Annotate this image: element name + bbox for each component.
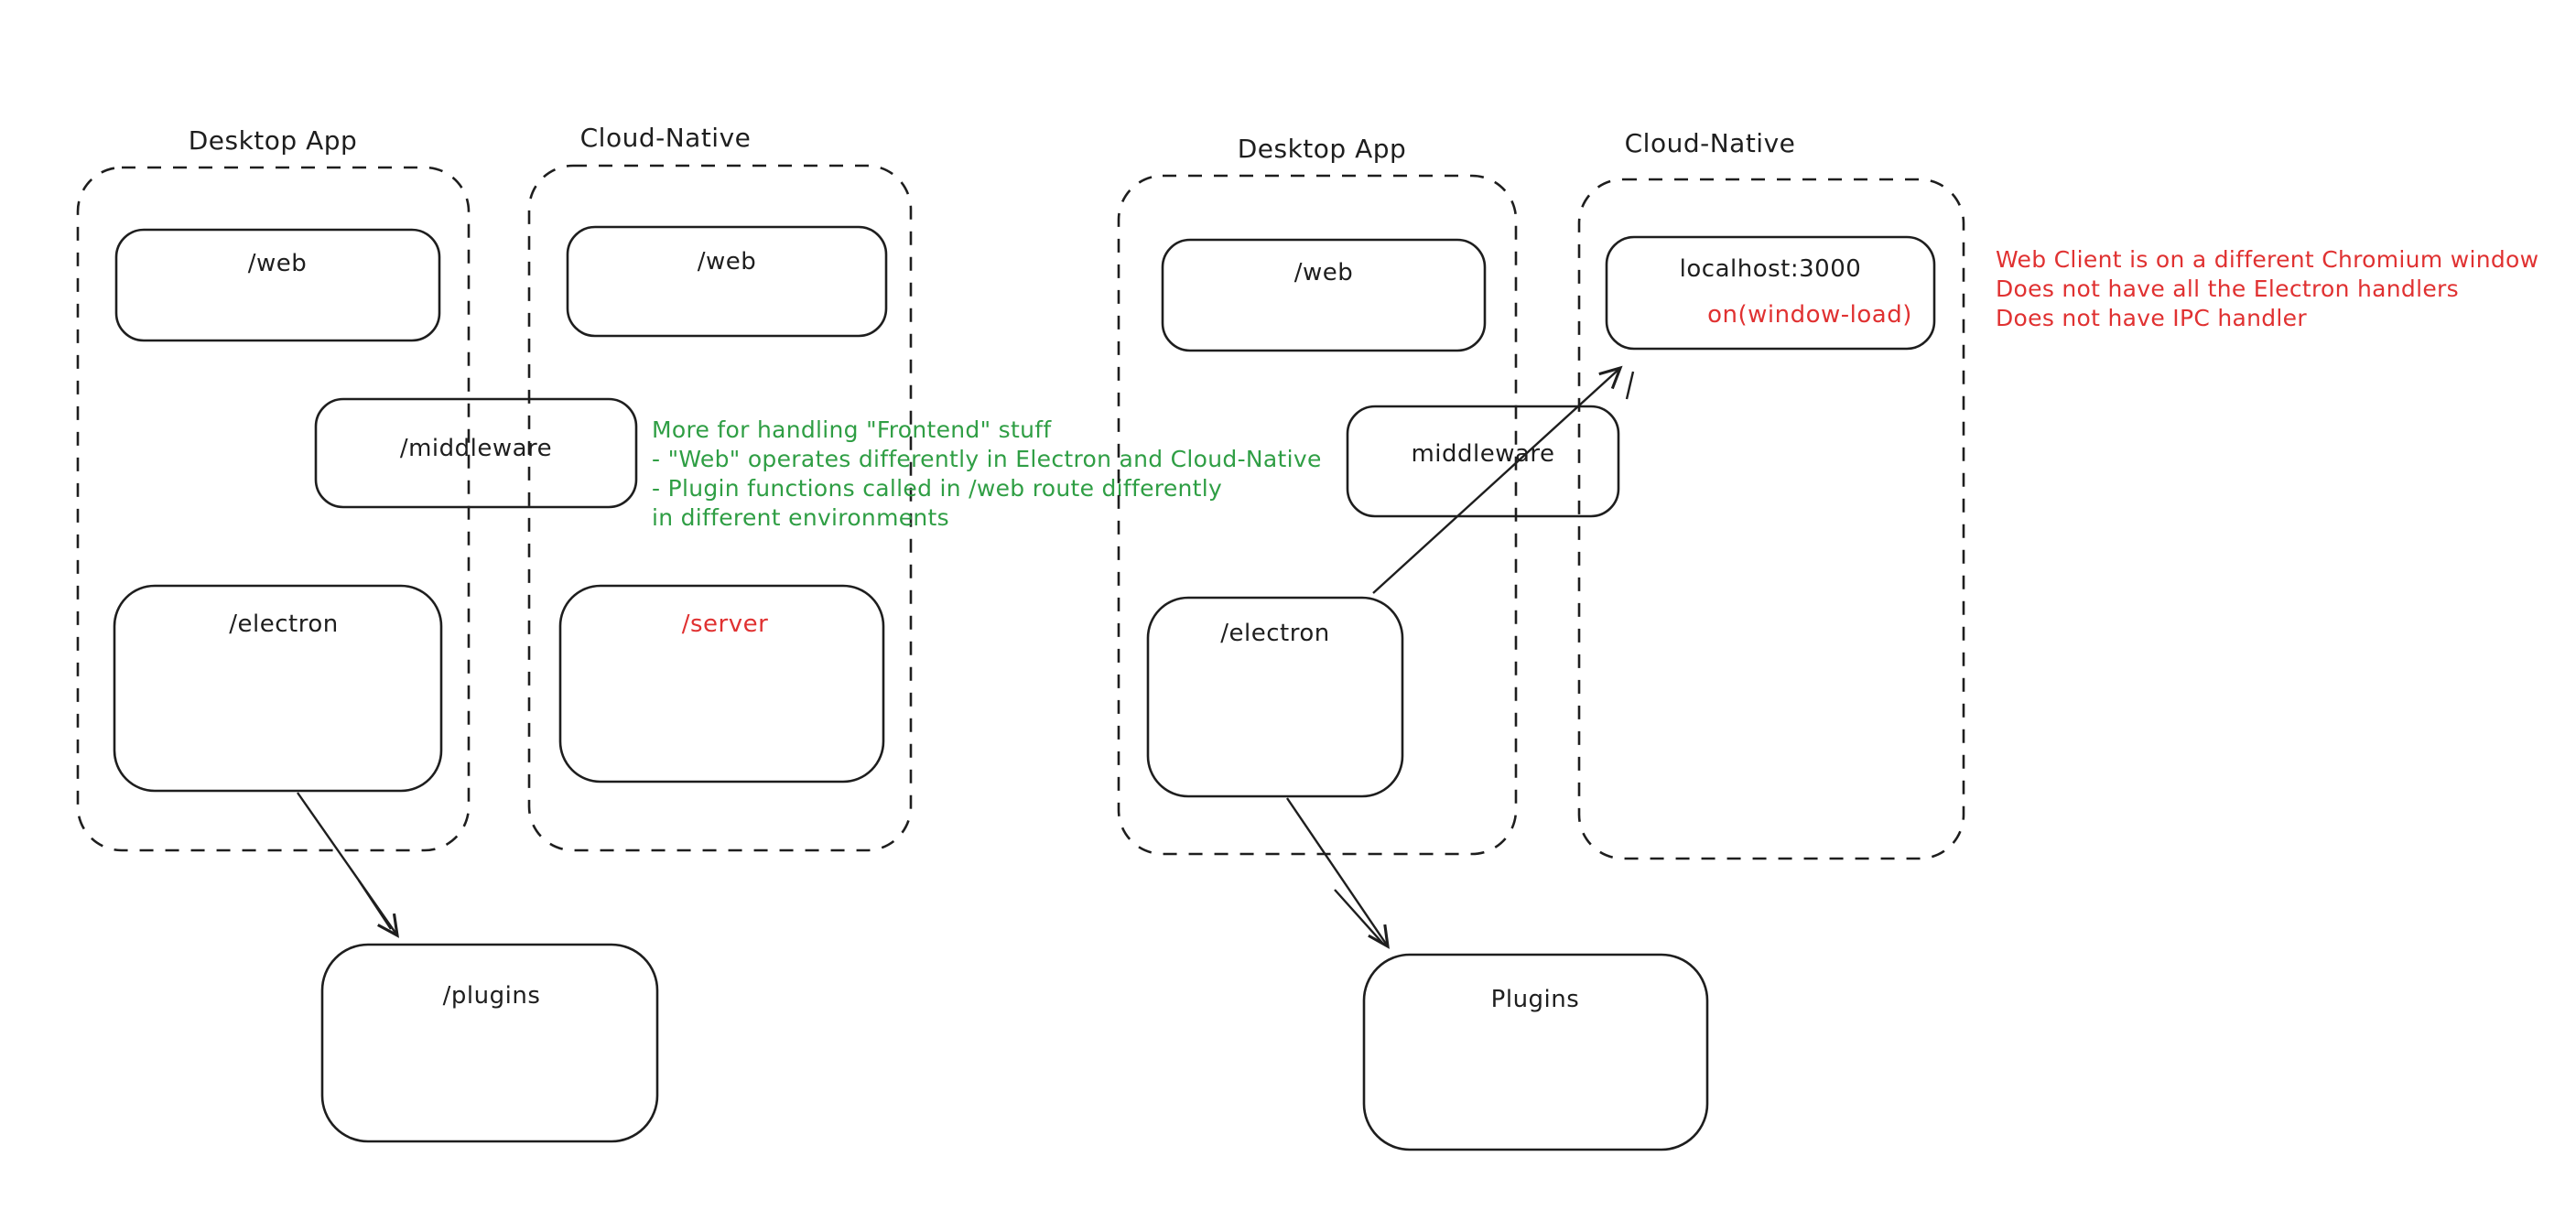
- right-desktop-app-label: Desktop App: [1238, 134, 1407, 164]
- right-desktop-app-container: [1117, 174, 1518, 856]
- left-desktop-app-container: [76, 166, 471, 852]
- left-electron-label: /electron: [229, 611, 338, 638]
- left-electron-box: [113, 584, 443, 793]
- left-electron-to-plugins-arrow: [297, 792, 397, 935]
- left-middleware-box: [314, 397, 638, 509]
- frontend-note: More for handling "Frontend" stuff - "We…: [652, 416, 1322, 531]
- frontend-note-line-4: in different environments: [652, 504, 949, 531]
- web-client-note-line-3: Does not have IPC handler: [1996, 305, 2307, 331]
- left-middleware-label: /middleware: [400, 435, 552, 462]
- right-electron-box: [1146, 596, 1404, 798]
- web-client-note-line-1: Web Client is on a different Chromium wi…: [1996, 246, 2538, 273]
- electron-to-localhost-arrow: [1372, 368, 1620, 594]
- right-arrow2-sketch-stroke: [1334, 889, 1383, 944]
- left-desktop-web-box: [114, 228, 441, 342]
- frontend-note-line-1: More for handling "Frontend" stuff: [652, 416, 1052, 443]
- left-diagram: Desktop App Cloud-Native /web /web /midd…: [76, 123, 1322, 1143]
- left-cloud-web-box: [566, 225, 888, 338]
- right-diagram: Desktop App Cloud-Native /web localhost:…: [1117, 128, 2538, 1151]
- right-middleware-label: middleware: [1411, 440, 1554, 468]
- frontend-note-line-2: - "Web" operates differently in Electron…: [652, 446, 1322, 472]
- right-electron-to-plugins-arrow: [1286, 797, 1388, 946]
- localhost-box: [1605, 235, 1936, 351]
- localhost-label: localhost:3000: [1680, 255, 1862, 283]
- left-arrow-sketch-stroke: [357, 880, 393, 930]
- window-load-label: on(window-load): [1707, 301, 1912, 329]
- left-desktop-web-label: /web: [248, 250, 308, 277]
- left-server-label: /server: [682, 611, 769, 638]
- right-web-box: [1161, 238, 1487, 352]
- right-web-label: /web: [1294, 259, 1354, 286]
- right-middleware-box: [1346, 405, 1620, 518]
- web-client-note: Web Client is on a different Chromium wi…: [1996, 246, 2538, 331]
- left-desktop-app-label: Desktop App: [189, 125, 358, 156]
- frontend-note-line-3: - Plugin functions called in /web route …: [652, 475, 1222, 502]
- left-cloud-native-label: Cloud-Native: [580, 123, 752, 153]
- left-plugins-box: [320, 943, 659, 1143]
- right-arrow1-sketch-stroke: [1625, 371, 1635, 400]
- left-plugins-label: /plugins: [443, 982, 541, 1010]
- web-client-note-line-2: Does not have all the Electron handlers: [1996, 276, 2459, 302]
- right-cloud-native-label: Cloud-Native: [1625, 128, 1796, 158]
- right-plugins-box: [1362, 953, 1709, 1151]
- left-cloud-web-label: /web: [698, 248, 757, 276]
- right-electron-label: /electron: [1220, 620, 1329, 647]
- right-plugins-label: Plugins: [1491, 986, 1580, 1013]
- left-server-box: [558, 584, 885, 784]
